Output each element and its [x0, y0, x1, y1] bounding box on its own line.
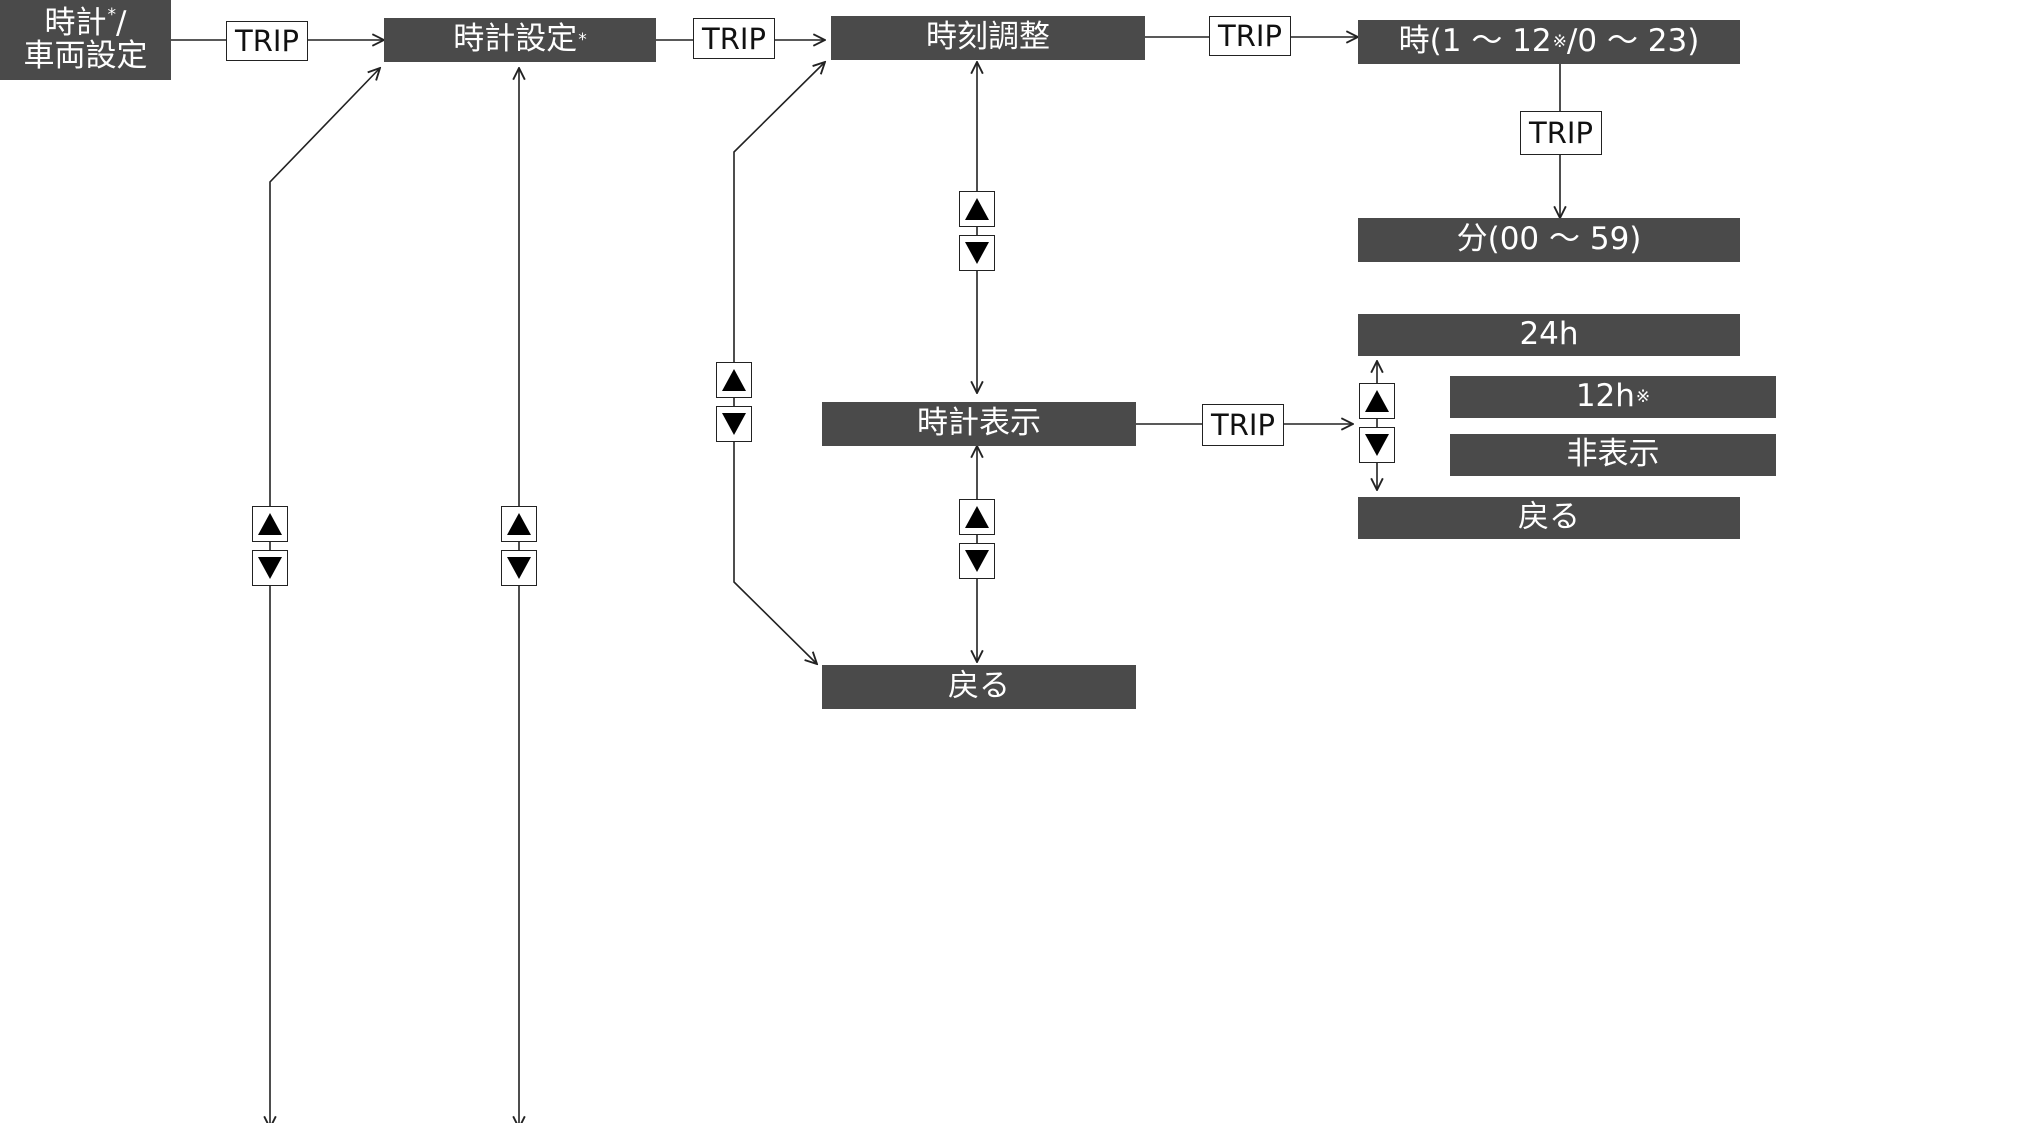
down-triangle-icon [1359, 427, 1395, 463]
updown-pair-2 [501, 506, 537, 590]
up-triangle-icon [252, 506, 288, 542]
trip-button-5: TRIP [1202, 404, 1284, 446]
down-triangle-icon [959, 543, 995, 579]
down-triangle-icon [501, 550, 537, 586]
updown-pair-5 [959, 499, 995, 583]
node-minute-setting: 分(00 ～ 59) [1358, 218, 1740, 262]
updown-pair-4 [959, 191, 995, 275]
updown-pair-6 [1359, 383, 1395, 467]
node-time-adjust: 時刻調整 [831, 16, 1145, 60]
trip-button-4: TRIP [1520, 111, 1602, 155]
updown-pair-1 [252, 506, 288, 590]
node-display-12h: 12h※ [1450, 376, 1776, 418]
node-back-1: 戻る [822, 665, 1136, 709]
updown-pair-3 [716, 362, 752, 446]
node-clock-vehicle-settings: 時計*/ 車両設定 [0, 0, 171, 80]
node-hour-setting: 時(1 ～ 12※/0 ～ 23) [1358, 20, 1740, 64]
node-display-hidden: 非表示 [1450, 434, 1776, 476]
edge-loop-column-1 [270, 68, 380, 1123]
node-clock-settings: 時計設定* [384, 18, 656, 62]
down-triangle-icon [252, 550, 288, 586]
up-triangle-icon [959, 499, 995, 535]
up-triangle-icon [501, 506, 537, 542]
up-triangle-icon [959, 191, 995, 227]
node-display-24h: 24h [1358, 314, 1740, 356]
trip-button-2: TRIP [693, 18, 775, 59]
up-triangle-icon [716, 362, 752, 398]
trip-button-1: TRIP [226, 21, 308, 61]
down-triangle-icon [716, 406, 752, 442]
node-back-2: 戻る [1358, 497, 1740, 539]
trip-button-3: TRIP [1209, 16, 1291, 56]
up-triangle-icon [1359, 383, 1395, 419]
down-triangle-icon [959, 235, 995, 271]
node-clock-display: 時計表示 [822, 402, 1136, 446]
